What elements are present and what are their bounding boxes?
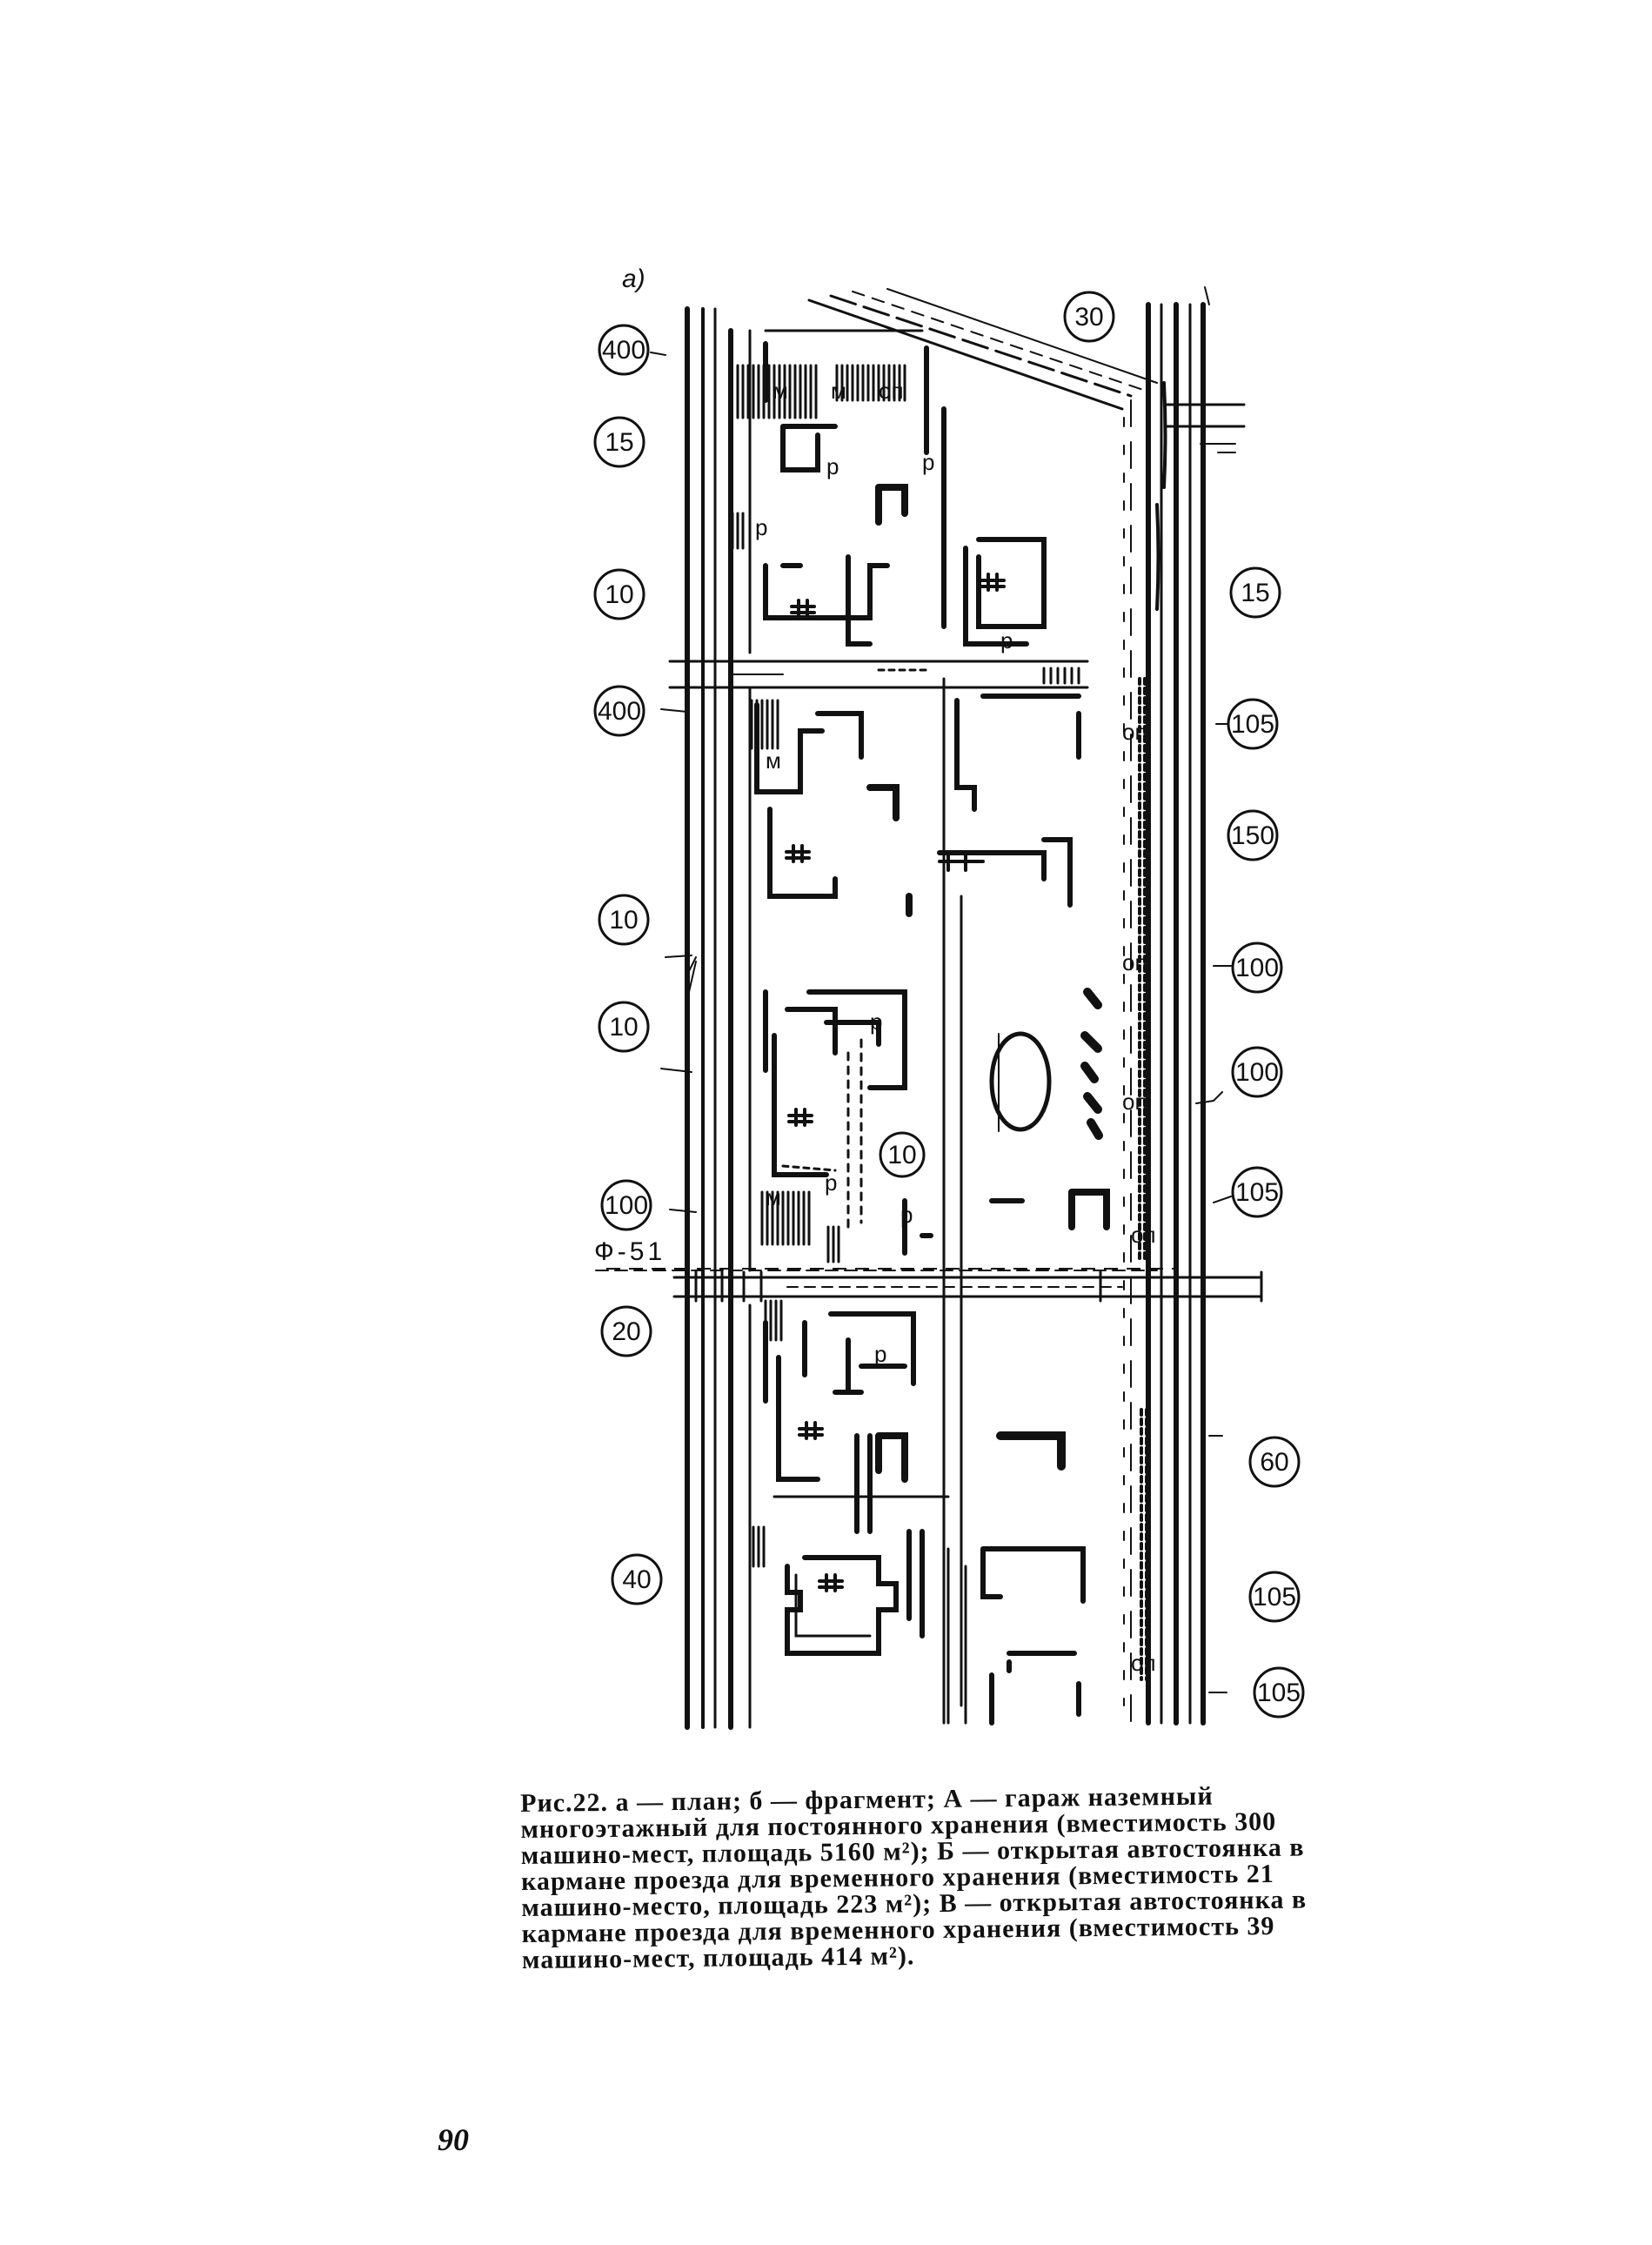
site-label: оп [879,378,904,404]
site-label: м [766,1184,781,1210]
left-elevation-mark-label: 15 [605,428,633,457]
site-label: р [900,1202,913,1228]
site-label: р [870,1009,882,1035]
right-elevation-mark-circle [1231,942,1283,994]
site-label: м [831,378,846,404]
left-elevation-mark-circle [611,1553,663,1605]
site-label: оп [1131,1650,1156,1676]
right-elevation-mark-label: 100 [1235,954,1279,982]
right-elevation-mark-circle [1231,1046,1283,1098]
right-elevation-mark-circle [1063,291,1115,343]
site-label: р [825,1169,837,1196]
left-elevation-mark-circle [600,1179,652,1231]
left-elevation-mark-label: 400 [602,336,645,365]
left-elevation-mark-label: 40 [622,1565,651,1594]
right-elevation-mark-label: 105 [1257,1679,1301,1707]
page-number: 90 [438,2122,469,2157]
left-elevation-mark-label: 10 [609,1013,638,1042]
right-elevation-mark-label: 105 [1231,710,1274,739]
left-elevation-mark-label: 10 [609,906,638,935]
right-elevation-mark-label: 105 [1235,1178,1279,1207]
left-elevation-marks: 400 15 10 400 10 10 100 20 40 [593,324,663,1605]
right-elevation-mark-circle [1231,1166,1283,1218]
right-elevation-mark-circle [1248,1571,1301,1623]
inner-elevation-mark-label: 10 [887,1141,916,1169]
right-elevation-mark-label: 100 [1235,1058,1279,1087]
right-elevation-mark-label: 60 [1260,1448,1288,1477]
site-label: м [772,378,788,404]
site-label: р [755,514,767,540]
site-label: оп [1122,719,1147,745]
left-elevation-mark-label: 400 [598,697,641,726]
panel-label: а) [622,265,645,293]
right-elevation-mark-circle [1227,809,1279,861]
site-label: р [922,449,934,475]
site-label: оп [1131,1222,1156,1248]
right-elevation-mark-circle [1253,1666,1305,1719]
left-elevation-mark-circle [593,685,645,737]
site-label: р [874,1341,886,1367]
left-elevation-mark-circle [598,324,650,376]
site-label: р [826,453,839,479]
site-label: оп [1122,949,1147,975]
right-elevation-marks: 30 15 105 150 100 100 105 60 105 105 [1063,291,1305,1719]
left-elevation-mark-circle [598,1001,650,1053]
left-elevation-mark-circle [593,416,645,468]
right-elevation-mark-label: 150 [1231,821,1274,850]
site-labels: м м оп р р р р м р м р р р оп оп оп оп оп [755,378,1156,1676]
right-elevation-mark-label: 105 [1253,1583,1296,1612]
left-elevation-mark-label: 10 [605,580,633,609]
site-label: м [766,747,781,774]
left-elevation-mark-label: 100 [605,1191,648,1220]
inner-elevation-mark: 10 [879,1131,926,1178]
right-elevation-mark-label: 15 [1241,579,1269,607]
right-elevation-mark-circle [1229,566,1281,619]
right-elevation-mark-label: 30 [1074,303,1103,332]
left-elevation-mark-circle [600,1305,652,1357]
site-label: р [1000,627,1013,653]
section-label: Ф-51 [594,1237,665,1266]
left-elevation-mark-circle [598,894,650,946]
figure-caption: Рис.22. а — план; б — фрагмент; А — гара… [519,1781,1308,1974]
left-elevation-mark-label: 20 [612,1317,640,1346]
site-label: оп [1122,1089,1147,1115]
right-elevation-mark-circle [1227,698,1279,750]
left-elevation-mark-circle [593,568,645,620]
right-elevation-mark-circle [1248,1436,1301,1488]
